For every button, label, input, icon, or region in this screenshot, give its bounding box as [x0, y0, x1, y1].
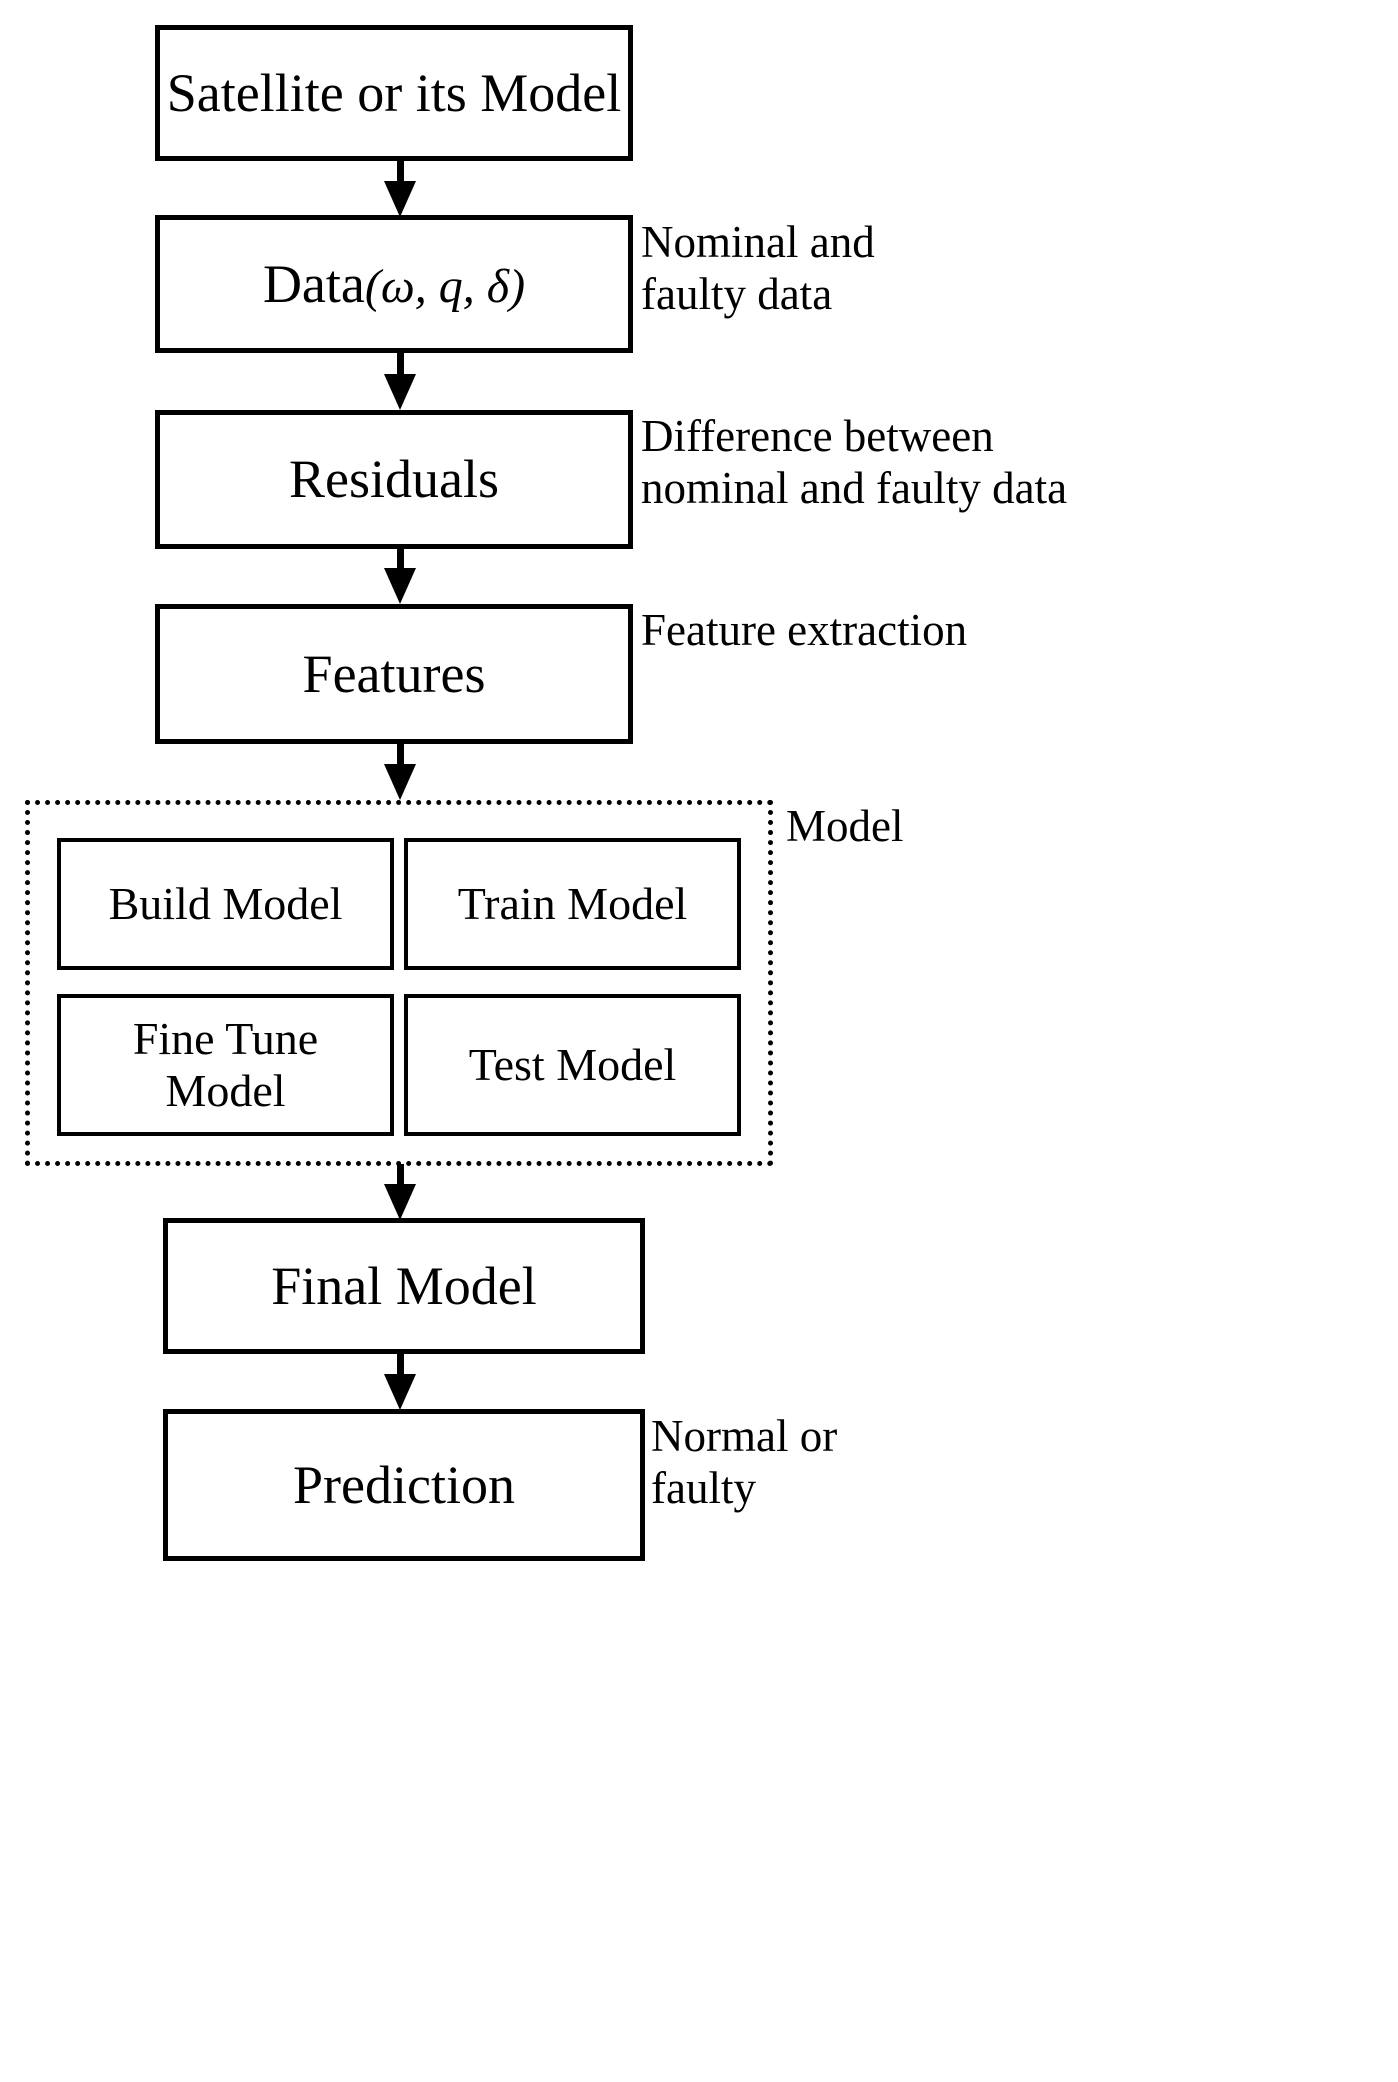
- arrow-shaft: [397, 1164, 404, 1188]
- node-test-model-label: Test Model: [468, 1039, 677, 1091]
- node-final-model-label: Final Model: [271, 1255, 537, 1316]
- arrow-head: [384, 1374, 416, 1410]
- node-prediction: Prediction: [163, 1409, 645, 1561]
- node-build-model-label: Build Model: [108, 878, 343, 930]
- node-test-model: Test Model: [404, 994, 741, 1136]
- node-train-model-label: Train Model: [457, 878, 688, 930]
- node-final-model: Final Model: [163, 1218, 645, 1354]
- node-features: Features: [155, 604, 633, 744]
- node-features-label: Features: [302, 643, 486, 704]
- node-residuals-label: Residuals: [289, 449, 499, 510]
- arrow-model-to-final-model: [384, 1164, 416, 1222]
- annotation-model-group: Model: [786, 801, 904, 851]
- node-fine-tune-model-label: Fine Tune Model: [132, 1013, 319, 1116]
- arrow-shaft: [397, 548, 404, 572]
- node-prediction-label: Prediction: [293, 1454, 515, 1515]
- annotation-features: Feature extraction: [641, 605, 968, 655]
- arrow-final-model-to-prediction: [384, 1352, 416, 1412]
- node-data-symbols: (ω, q, δ): [364, 259, 526, 313]
- arrow-data-to-residuals: [384, 352, 416, 412]
- node-fine-tune-model: Fine Tune Model: [57, 994, 394, 1136]
- node-build-model: Build Model: [57, 838, 394, 970]
- arrow-residuals-to-features: [384, 548, 416, 606]
- arrow-head: [384, 568, 416, 604]
- node-data-label: Data(ω, q, δ): [263, 255, 525, 313]
- arrow-features-to-model: [384, 743, 416, 802]
- arrow-head: [384, 1184, 416, 1220]
- arrow-satellite-to-data: [384, 160, 416, 217]
- node-residuals: Residuals: [155, 410, 633, 549]
- node-data: Data(ω, q, δ): [155, 215, 633, 353]
- node-train-model: Train Model: [404, 838, 741, 970]
- annotation-data: Nominal and faulty data: [641, 217, 875, 320]
- annotation-prediction: Normal or faulty: [651, 1411, 838, 1514]
- arrow-head: [384, 764, 416, 800]
- arrow-head: [384, 374, 416, 410]
- node-satellite-label: Satellite or its Model: [166, 62, 622, 123]
- arrow-shaft: [397, 743, 404, 768]
- node-data-text: Data: [262, 253, 365, 314]
- node-satellite-or-its-model: Satellite or its Model: [155, 25, 633, 161]
- arrow-shaft: [397, 352, 404, 378]
- annotation-residuals: Difference between nominal and faulty da…: [641, 411, 1068, 514]
- arrow-head: [384, 181, 416, 217]
- arrow-shaft: [397, 1352, 404, 1378]
- arrow-shaft: [397, 160, 404, 185]
